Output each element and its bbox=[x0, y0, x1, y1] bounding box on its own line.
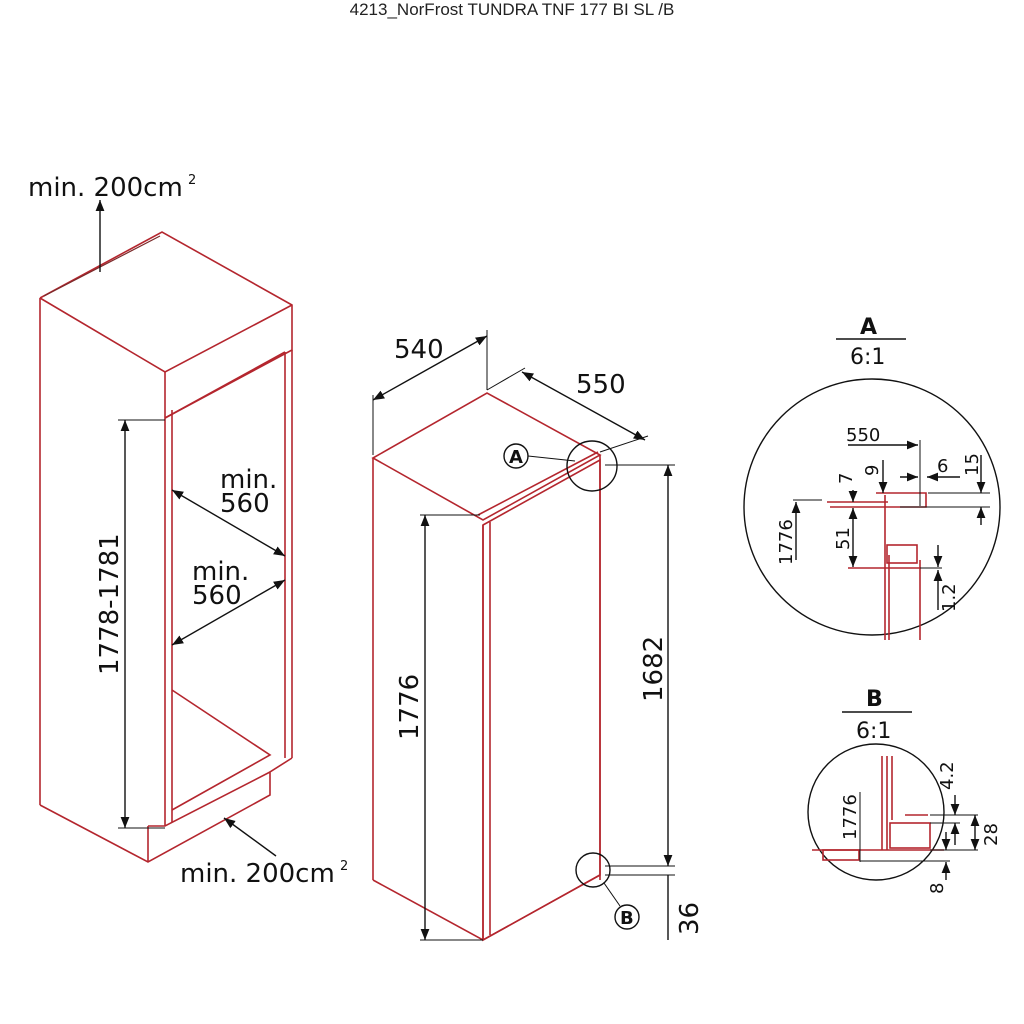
svg-text:2: 2 bbox=[340, 859, 348, 874]
height-total-label: 1776 bbox=[395, 674, 425, 740]
svg-text:560: 560 bbox=[220, 489, 270, 519]
svg-text:min.: min. bbox=[192, 557, 249, 587]
svg-text:min.: min. bbox=[220, 465, 277, 495]
detail-a-label: A bbox=[860, 315, 877, 340]
svg-text:6: 6 bbox=[937, 456, 948, 477]
drawing-title: 4213_NorFrost TUNDRA TNF 177 BI SL /B bbox=[349, 0, 675, 19]
height-door-label: 1682 bbox=[639, 636, 669, 702]
svg-text:1776: 1776 bbox=[776, 519, 797, 565]
svg-text:2: 2 bbox=[188, 173, 196, 188]
svg-text:28: 28 bbox=[981, 823, 1002, 846]
installation-niche bbox=[39, 231, 293, 863]
detail-b-scale: 6:1 bbox=[856, 719, 891, 744]
svg-text:9: 9 bbox=[862, 465, 883, 476]
svg-text:550: 550 bbox=[846, 425, 880, 446]
svg-text:15: 15 bbox=[962, 453, 983, 476]
detail-a-scale: 6:1 bbox=[850, 345, 885, 370]
svg-text:1.2: 1.2 bbox=[939, 583, 960, 612]
bottom-offset-label: 36 bbox=[675, 902, 705, 935]
svg-text:8: 8 bbox=[927, 883, 948, 894]
niche-dimensions: min. 200cm 2 1778-1781 min. 560 min. 560… bbox=[28, 173, 348, 889]
svg-text:4.2: 4.2 bbox=[937, 761, 958, 790]
top-vent-label: min. 200cm bbox=[28, 173, 183, 203]
bottom-vent-label: min. 200cm bbox=[180, 859, 335, 889]
width-label: 540 bbox=[394, 335, 444, 365]
svg-text:51: 51 bbox=[833, 527, 854, 550]
niche-height-label: 1778-1781 bbox=[95, 533, 125, 675]
appliance-dimensions: 540 550 1776 1682 36 A B bbox=[372, 330, 705, 941]
appliance-body bbox=[371, 392, 602, 942]
svg-text:560: 560 bbox=[192, 581, 242, 611]
detail-b-label: B bbox=[866, 687, 883, 712]
svg-text:1776: 1776 bbox=[840, 794, 861, 840]
detail-a: A 6:1 550 7 9 6 15 1776 51 1.2 bbox=[743, 315, 1001, 640]
depth-label: 550 bbox=[576, 370, 626, 400]
callout-a: A bbox=[509, 447, 523, 468]
svg-text:7: 7 bbox=[836, 473, 857, 484]
callout-b: B bbox=[620, 908, 634, 929]
detail-b: B 6:1 4.2 1776 28 8 bbox=[807, 687, 1002, 894]
